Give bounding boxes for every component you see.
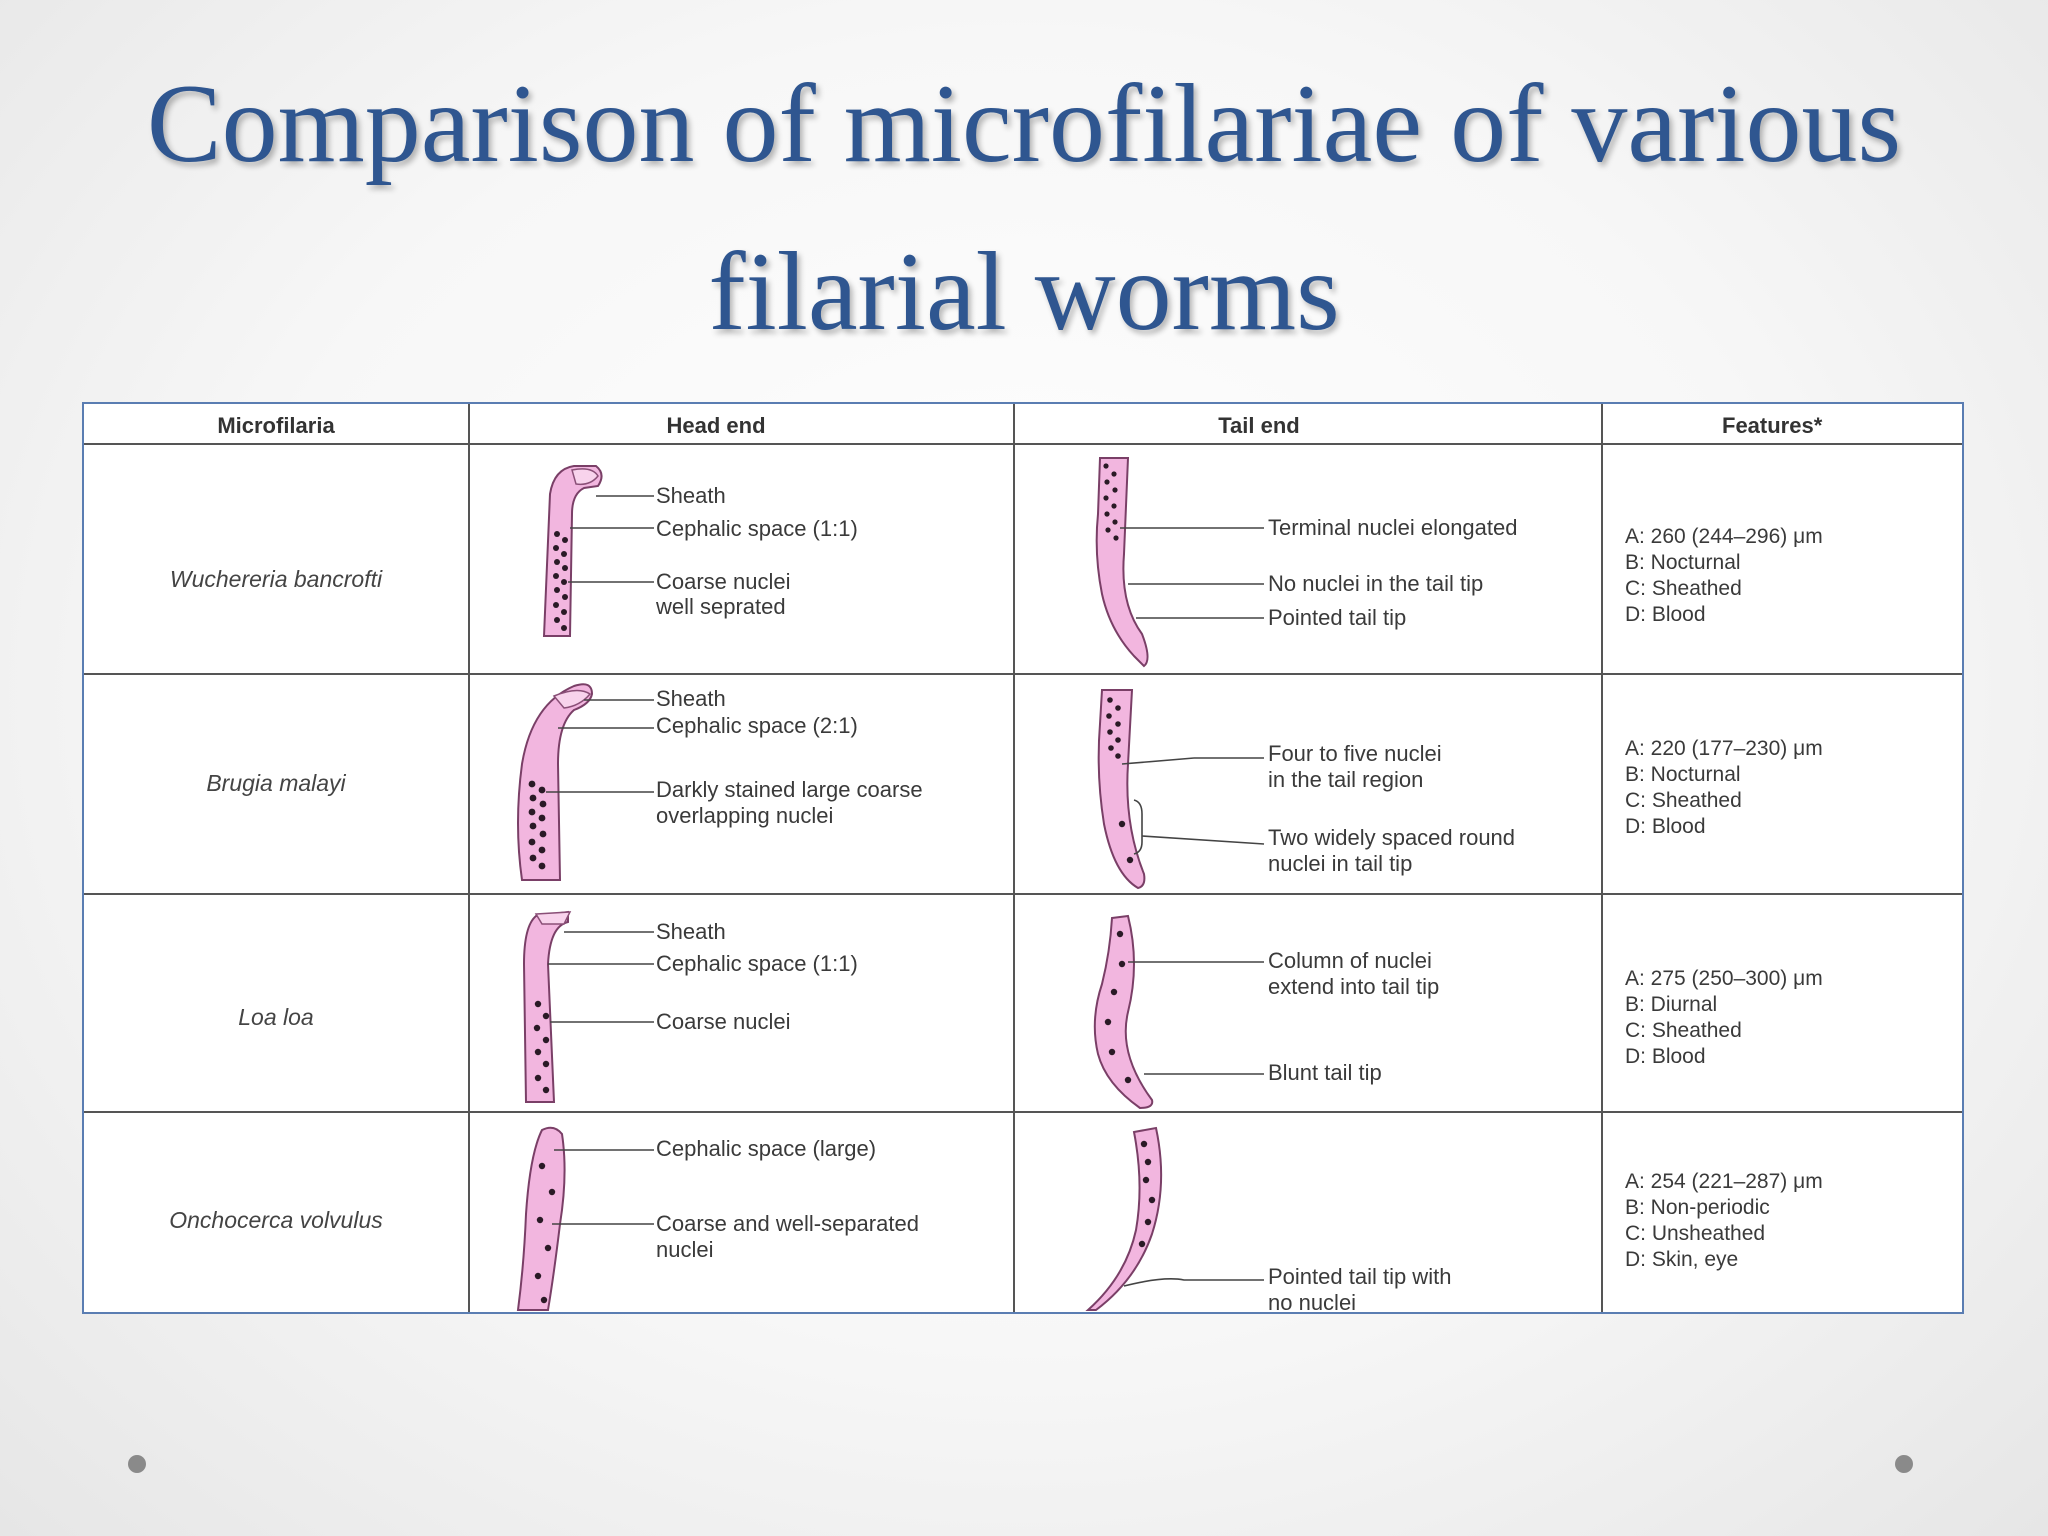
tail-label: Pointed tail tip with [1268,1264,1451,1289]
tail-label: Column of nuclei [1268,948,1432,973]
tail-label: Pointed tail tip [1268,605,1406,630]
head-label: Cephalic space (1:1) [656,516,858,541]
feature-text: D: Skin, eye [1625,1248,1738,1271]
feature-text: D: Blood [1625,603,1706,626]
row-name: Wuchereria bancrofti [170,566,383,592]
title-line-1: Comparison of microfilariae of various [146,62,1902,186]
title-line-2: filarial worms [708,230,1340,354]
head-label: Cephalic space (1:1) [656,951,858,976]
microfilariae-comparison-table: Microfilaria Head end Tail end Features*… [82,402,1964,1314]
head-end-illustration-wuchereria [542,465,654,637]
slide-title: Comparison of microfilariae of various f… [0,40,2048,376]
head-end-illustration-onchocerca [516,1126,654,1311]
header-head-end: Head end [666,413,765,438]
feature-text: B: Non-periodic [1625,1196,1770,1219]
feature-text: D: Blood [1625,815,1706,838]
head-label: overlapping nuclei [656,803,833,828]
tail-label: Four to five nuclei [1268,741,1442,766]
tail-label: No nuclei in the tail tip [1268,571,1483,596]
table-row-loa: Loa loa Sheath Cephalic space (1:1) Coar… [238,910,1823,1110]
tail-label: Terminal nuclei elongated [1268,515,1518,540]
head-label: Coarse nuclei [656,569,791,594]
feature-text: D: Blood [1625,1045,1706,1068]
tail-label: in the tail region [1268,767,1423,792]
table-row-onchocerca: Onchocerca volvulus Cephalic space (larg… [169,1126,1823,1312]
slide-nav-dot-right [1895,1455,1913,1473]
tail-end-illustration-loa [1093,914,1264,1110]
feature-text: C: Unsheathed [1625,1222,1765,1245]
tail-end-illustration-onchocerca [1085,1126,1264,1311]
tail-end-illustration-brugia [1097,689,1265,890]
tail-label: no nuclei [1268,1290,1356,1312]
head-end-illustration-brugia [517,683,654,881]
feature-text: A: 260 (244–296) μm [1625,525,1823,548]
slide-nav-dot-left [128,1455,146,1473]
head-label: Coarse nuclei [656,1009,791,1034]
feature-text: B: Nocturnal [1625,551,1741,574]
head-label: well seprated [655,594,786,619]
head-label: Sheath [656,483,726,508]
feature-text: C: Sheathed [1625,789,1742,812]
tail-label: Two widely spaced round [1268,825,1515,850]
table-row-wuchereria: Wuchereria bancrofti Sheath Cephalic spa… [170,457,1823,668]
head-label: nuclei [656,1237,713,1262]
head-label: Coarse and well-separated [656,1211,919,1236]
head-end-illustration-loa [522,910,654,1103]
feature-text: A: 254 (221–287) μm [1625,1170,1823,1193]
header-microfilaria: Microfilaria [217,413,335,438]
header-tail-end: Tail end [1218,413,1300,438]
feature-text: A: 275 (250–300) μm [1625,967,1823,990]
header-features: Features* [1722,413,1823,438]
row-name: Loa loa [238,1004,313,1030]
head-label: Darkly stained large coarse [656,777,923,802]
table-row-brugia: Brugia malayi Sheath Cephalic space (2:1… [206,683,1823,890]
tail-label: Blunt tail tip [1268,1060,1382,1085]
tail-label: nuclei in tail tip [1268,851,1412,876]
feature-text: C: Sheathed [1625,1019,1742,1042]
table-grid [84,404,1962,1312]
feature-text: A: 220 (177–230) μm [1625,737,1823,760]
feature-text: B: Nocturnal [1625,763,1741,786]
head-label: Sheath [656,919,726,944]
head-label: Sheath [656,686,726,711]
head-label: Cephalic space (2:1) [656,713,858,738]
row-name: Brugia malayi [206,770,346,796]
feature-text: C: Sheathed [1625,577,1742,600]
table-svg: Microfilaria Head end Tail end Features*… [84,404,1962,1312]
feature-text: B: Diurnal [1625,993,1717,1016]
head-label: Cephalic space (large) [656,1136,876,1161]
tail-label: extend into tail tip [1268,974,1439,999]
row-name: Onchocerca volvulus [169,1207,383,1233]
tail-end-illustration-wuchereria [1095,457,1264,668]
